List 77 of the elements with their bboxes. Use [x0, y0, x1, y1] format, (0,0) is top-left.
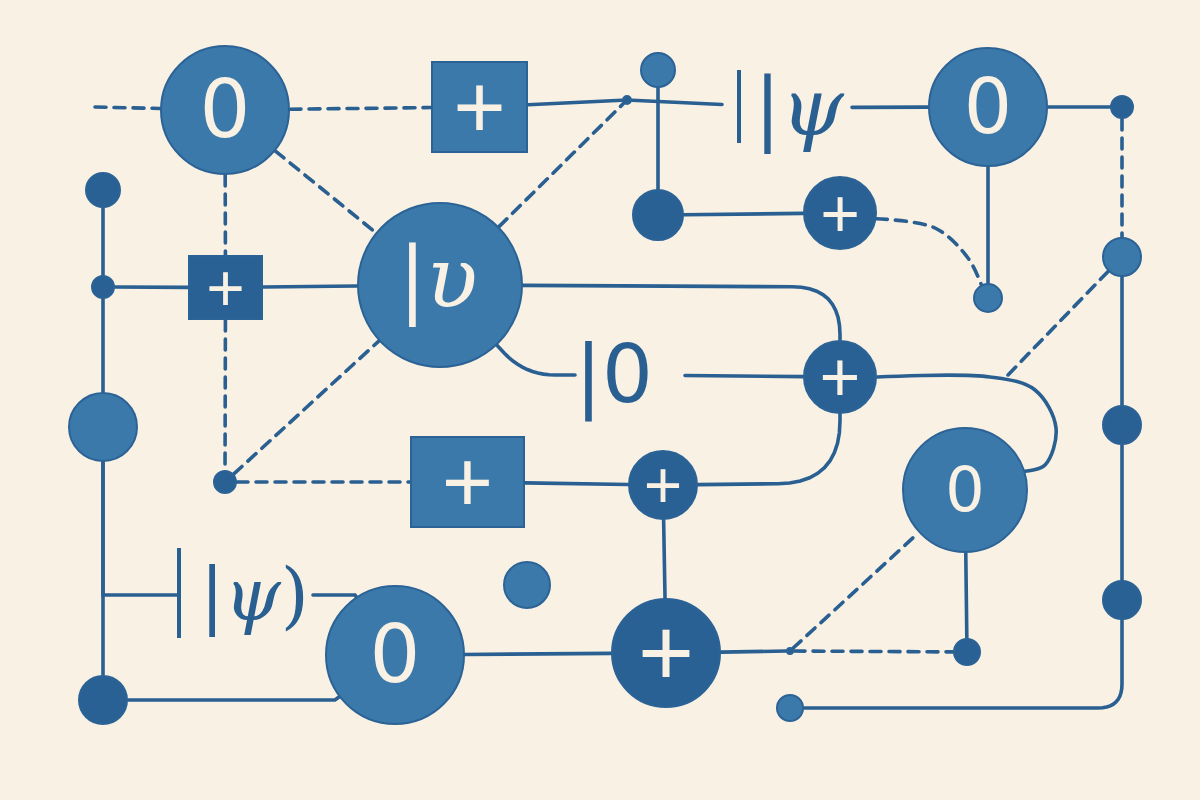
control-dot [953, 638, 981, 666]
wire [101, 297, 105, 394]
node-circle [1102, 237, 1142, 277]
gate-circle [628, 450, 698, 520]
dashed-wire [792, 649, 955, 654]
dashed-wire [93, 105, 162, 111]
wire [719, 649, 788, 654]
state-circle [160, 45, 290, 175]
wire [1046, 105, 1112, 109]
wire [656, 86, 660, 191]
plus-sign: + [441, 438, 494, 526]
wire [661, 518, 667, 600]
state-label: 0 [945, 459, 985, 521]
wire [875, 373, 1058, 473]
dashed-wire [1120, 117, 1124, 239]
dashed-wire [235, 480, 412, 484]
dashed-wire [1006, 269, 1110, 377]
state-circle [902, 427, 1028, 553]
plus-sign: + [820, 179, 860, 247]
wire [964, 551, 969, 640]
node-circle [632, 189, 684, 241]
plus-sign: + [206, 254, 245, 321]
state-circle [928, 47, 1048, 167]
dashed-wire [288, 105, 433, 112]
wire [126, 695, 341, 702]
ket-label: |0 [575, 327, 654, 424]
wire [113, 285, 190, 290]
wire [682, 211, 805, 217]
control-dot [776, 694, 804, 722]
control-dot [973, 283, 1003, 313]
ket-label: |ψ [754, 59, 845, 156]
node-circle [1102, 405, 1142, 445]
wire [495, 343, 577, 377]
node-circle [68, 392, 138, 462]
node-circle [78, 675, 128, 725]
state-circle [357, 202, 523, 368]
control-dot [622, 95, 632, 105]
control-dot [213, 470, 237, 494]
control-dot [1110, 95, 1134, 119]
dashed-wire [232, 339, 381, 476]
dashed-wire [497, 101, 626, 229]
control-dot [91, 275, 115, 299]
gate-square [410, 436, 525, 528]
wire [463, 651, 613, 657]
control-dot [786, 647, 794, 655]
state-circle [325, 585, 465, 725]
gate-circle [803, 176, 877, 250]
node-circle [85, 172, 121, 208]
plus-sign: + [453, 62, 506, 152]
gate-square [431, 61, 528, 153]
wire [696, 412, 842, 487]
node-circle [1102, 580, 1142, 620]
ket-label: |ψ) [200, 551, 310, 639]
wire [1120, 275, 1124, 407]
state-label: 0 [199, 70, 251, 150]
gate-circle [611, 598, 721, 708]
gate-circle [803, 340, 877, 414]
plus-sign: + [637, 605, 695, 701]
plus-sign: + [819, 342, 861, 412]
wire [630, 98, 724, 107]
wire [986, 165, 990, 285]
wire [1120, 443, 1124, 582]
wire [101, 206, 105, 277]
wire [311, 593, 358, 599]
ket-label: |υ [398, 228, 479, 330]
wire [101, 460, 180, 597]
gate-square [188, 255, 263, 320]
dashed-wire [874, 216, 984, 287]
state-label: 0 [963, 69, 1013, 145]
wire [683, 373, 805, 379]
node-circle [640, 52, 676, 88]
wire [850, 105, 930, 110]
node-circle [503, 561, 551, 609]
state-label: 0 [369, 615, 421, 695]
wire [802, 618, 1124, 710]
plus-sign: + [643, 452, 683, 518]
dashed-wire [223, 173, 228, 257]
